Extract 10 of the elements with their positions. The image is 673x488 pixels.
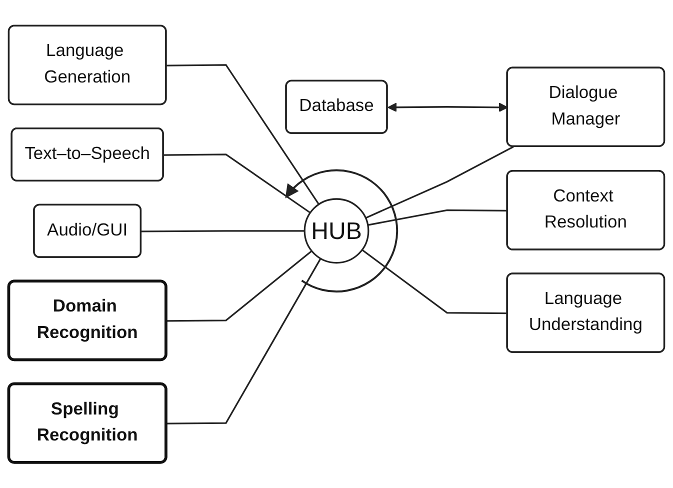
arrow — [388, 102, 508, 112]
connector — [362, 249, 508, 314]
connector — [166, 258, 322, 424]
connector — [166, 250, 312, 322]
connector — [166, 64, 320, 205]
connector — [141, 230, 305, 232]
connector — [365, 146, 514, 219]
node-circle: HUB — [304, 198, 370, 264]
connector — [368, 209, 508, 226]
connector — [164, 154, 311, 214]
